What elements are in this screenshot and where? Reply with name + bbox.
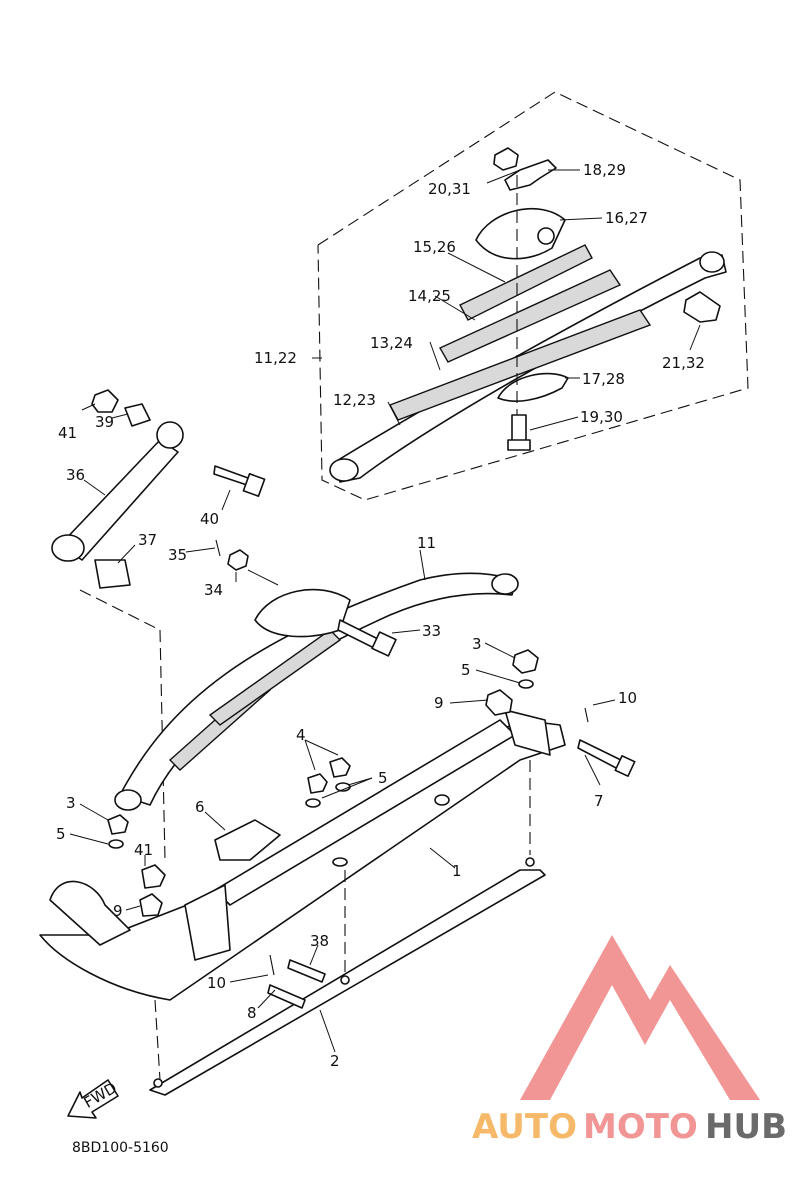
callout-3-left: 3 xyxy=(66,794,76,812)
callout-14-25: 14,25 xyxy=(408,287,451,305)
watermark-hub: HUB xyxy=(705,1107,787,1147)
callout-35: 35 xyxy=(168,546,187,564)
callout-5-right: 5 xyxy=(461,661,471,679)
callout-16-27: 16,27 xyxy=(605,209,648,227)
watermark-auto: AUTO xyxy=(472,1107,577,1147)
callout-3-right: 3 xyxy=(472,635,482,653)
callout-leaders xyxy=(69,169,701,1053)
callout-17-28: 17,28 xyxy=(582,370,625,388)
leaf-spring-exploded xyxy=(329,147,727,483)
callout-4: 4 xyxy=(296,726,306,744)
callout-10-right: 10 xyxy=(618,689,637,707)
callout-34: 34 xyxy=(204,581,223,599)
callout-9-right: 9 xyxy=(434,694,444,712)
callout-10-left: 10 xyxy=(207,974,226,992)
callout-13-24: 13,24 xyxy=(370,334,413,352)
callout-6: 6 xyxy=(195,798,205,816)
callout-1: 1 xyxy=(452,862,462,880)
watermark-triangle-icon xyxy=(520,935,760,1100)
callout-8: 8 xyxy=(247,1004,257,1022)
diagram-code: 8BD100-5160 xyxy=(72,1140,169,1156)
callout-2: 2 xyxy=(330,1052,340,1070)
callout-20-31: 20,31 xyxy=(428,180,471,198)
link-rod-assembly xyxy=(51,389,266,861)
callout-5-middle: 5 xyxy=(378,769,388,787)
callout-labels: 18,29 20,31 16,27 15,26 14,25 13,24 11,2… xyxy=(56,161,705,1070)
callout-9-left: 9 xyxy=(113,902,123,920)
callout-39: 39 xyxy=(95,413,114,431)
callout-21-32: 21,32 xyxy=(662,354,705,372)
callout-36: 36 xyxy=(66,466,85,484)
callout-12-23: 12,23 xyxy=(333,391,376,409)
fwd-arrow-icon: FWD xyxy=(67,1079,120,1119)
callout-15-26: 15,26 xyxy=(413,238,456,256)
callout-33: 33 xyxy=(422,622,441,640)
callout-41-top: 41 xyxy=(58,424,77,442)
watermark-moto: MOTO xyxy=(583,1107,698,1147)
leaf-spring-assembled xyxy=(114,572,519,811)
callout-19-30: 19,30 xyxy=(580,408,623,426)
callout-41-bottom: 41 xyxy=(134,841,153,859)
spring-assembly-box xyxy=(312,91,749,501)
callout-7: 7 xyxy=(594,792,604,810)
callout-5-left: 5 xyxy=(56,825,66,843)
callout-40: 40 xyxy=(200,510,219,528)
callout-37: 37 xyxy=(138,531,157,549)
hardware-parts xyxy=(107,649,636,1009)
callout-38: 38 xyxy=(310,932,329,950)
callout-11-22: 11,22 xyxy=(254,349,297,367)
ski-body xyxy=(39,709,566,1096)
callout-11: 11 xyxy=(417,534,436,552)
watermark-logo: AUTO MOTO HUB xyxy=(472,935,787,1147)
callout-18-29: 18,29 xyxy=(583,161,626,179)
